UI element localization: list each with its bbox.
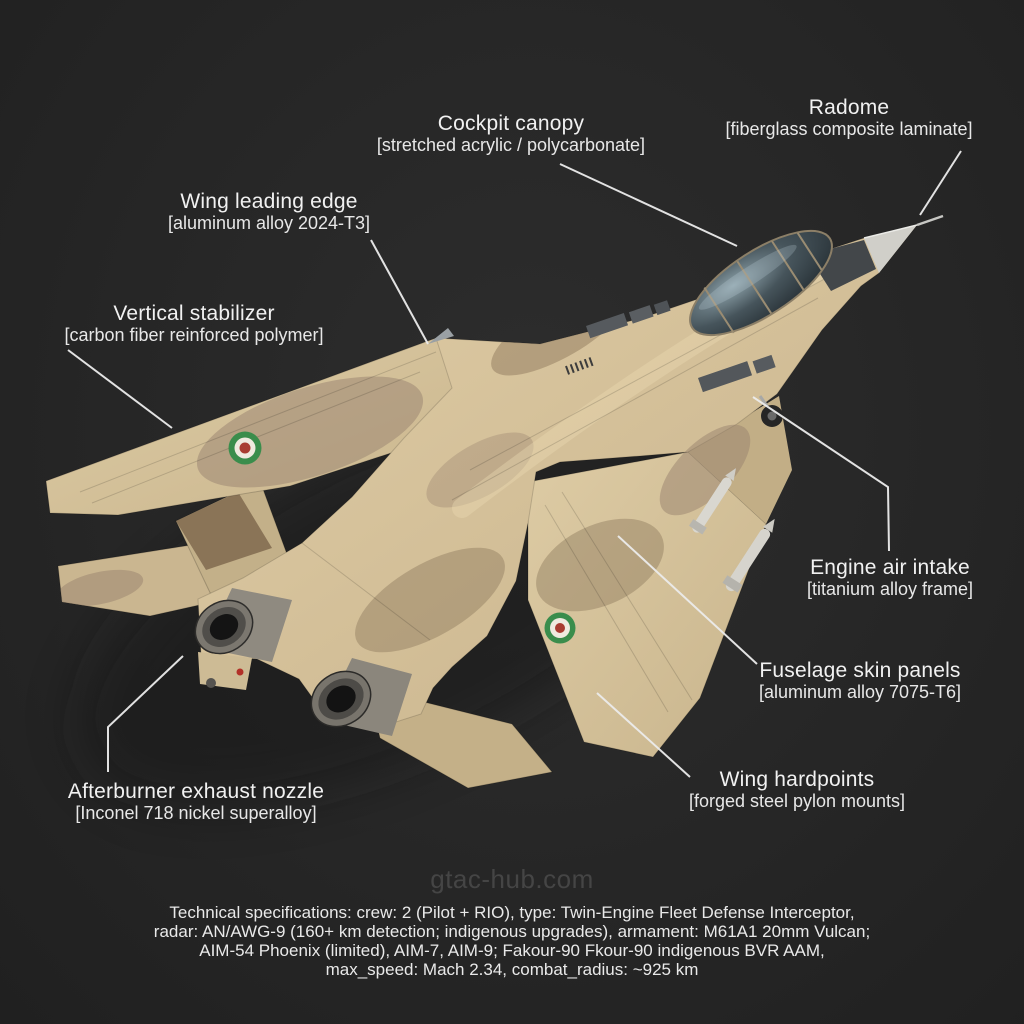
callout-afterburner-exhaust-nozzle: Afterburner exhaust nozzle [Inconel 718 …	[68, 780, 324, 823]
callout-material: [Inconel 718 nickel superalloy]	[75, 803, 317, 823]
callout-title: Wing leading edge	[180, 190, 358, 213]
spine-vent-grille	[565, 357, 594, 375]
tail-ecm-pod	[198, 652, 252, 690]
left-glove-panels	[586, 300, 671, 339]
callout-material: [titanium alloy frame]	[806, 579, 974, 599]
right-afterburner-nozzle	[310, 670, 372, 728]
leader-wing-leading-edge	[370, 239, 429, 345]
callout-material: [carbon fiber reinforced polymer]	[64, 325, 324, 345]
callout-engine-air-intake: Engine air intake [titanium alloy frame]	[807, 556, 973, 599]
phoenix-missile-2	[722, 518, 775, 593]
callout-material: [aluminum alloy 2024-T3]	[167, 213, 371, 233]
callout-title: Cockpit canopy	[437, 112, 585, 135]
spec-line: radar: AN/AWG-9 (160+ km detection; indi…	[153, 922, 871, 941]
callout-title: Radome	[808, 96, 890, 119]
landing-gear-hub	[767, 411, 777, 421]
callout-title: Wing hardpoints	[719, 768, 875, 791]
radome-cone	[864, 225, 917, 273]
callout-title: Vertical stabilizer	[113, 302, 275, 325]
left-wing-roundel	[228, 431, 262, 465]
callout-vertical-stabilizer: Vertical stabilizer [carbon fiber reinfo…	[64, 302, 323, 345]
callout-title: Fuselage skin panels	[759, 659, 961, 682]
callout-cockpit-canopy: Cockpit canopy [stretched acrylic / poly…	[377, 112, 645, 155]
callout-material: [fiberglass composite laminate]	[725, 119, 973, 139]
callout-title: Engine air intake	[810, 556, 970, 579]
spec-line: AIM-54 Phoenix (limited), AIM-7, AIM-9; …	[199, 941, 825, 960]
leader-afterburner	[107, 655, 184, 772]
left-tail-camo	[176, 492, 272, 570]
tail-light-red	[236, 668, 244, 676]
tail-pod-cap	[206, 678, 216, 688]
spec-line: max_speed: Mach 2.34, combat_radius: ~92…	[325, 960, 699, 979]
radome-highlight	[863, 224, 918, 239]
cockpit-canopy-glass	[689, 229, 833, 337]
watermark: gtac-hub.com	[430, 864, 594, 894]
leader-wing-hardpoints	[596, 692, 691, 778]
phoenix-missile-1	[688, 468, 736, 535]
wing-glove-antenna	[428, 328, 454, 344]
callout-wing-hardpoints: Wing hardpoints [forged steel pylon moun…	[689, 768, 905, 811]
callout-fuselage-skin-panels: Fuselage skin panels [aluminum alloy 707…	[759, 659, 961, 702]
spec-line: Technical specifications: crew: 2 (Pilot…	[169, 903, 855, 922]
right-wing-roundel	[544, 612, 576, 644]
right-glove-panels	[698, 354, 776, 393]
left-afterburner-nozzle	[194, 599, 254, 655]
leader-engine-air-intake	[752, 396, 890, 552]
callout-wing-leading-edge: Wing leading edge [aluminum alloy 2024-T…	[168, 190, 370, 233]
leader-fuselage-skin-panels	[617, 535, 758, 665]
callout-title: Afterburner exhaust nozzle	[67, 780, 325, 803]
leader-radome	[919, 150, 962, 216]
leader-vertical-stabilizer	[67, 349, 173, 429]
leader-lines	[67, 150, 962, 778]
callout-material: [stretched acrylic / polycarbonate]	[376, 135, 646, 155]
callout-material: [forged steel pylon mounts]	[688, 791, 906, 811]
technical-specifications: Technical specifications: crew: 2 (Pilot…	[0, 903, 1024, 979]
callout-radome: Radome [fiberglass composite laminate]	[725, 96, 972, 139]
leader-cockpit-canopy	[559, 163, 738, 247]
pitot-tube	[916, 214, 944, 227]
callout-material: [aluminum alloy 7075-T6]	[758, 682, 962, 702]
